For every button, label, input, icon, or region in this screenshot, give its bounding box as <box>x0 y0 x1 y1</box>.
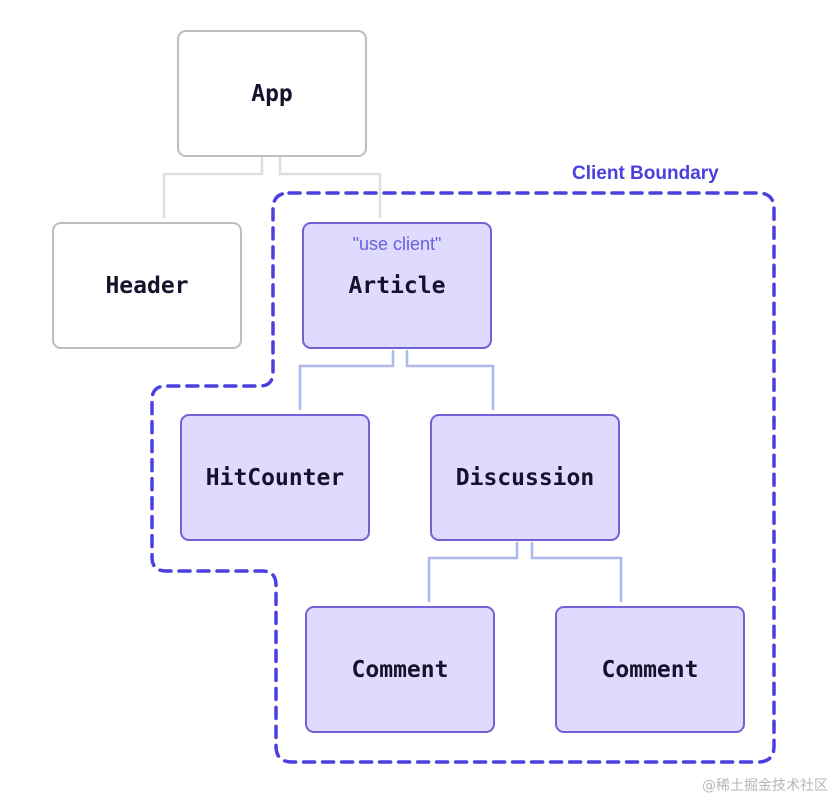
connector-article-hitcounter <box>298 350 395 410</box>
node-hitcounter-label: HitCounter <box>205 464 345 491</box>
use-client-directive: "use client" <box>352 234 442 254</box>
node-comment-2-label: Comment <box>601 656 699 683</box>
connector-app-article <box>278 157 382 218</box>
node-comment-1: Comment <box>305 606 495 733</box>
node-discussion: Discussion <box>430 414 620 541</box>
node-app-label: App <box>251 80 293 107</box>
connector-discussion-comment-1 <box>427 542 519 602</box>
node-article: "use client" Article <box>302 222 492 349</box>
node-header-label: Header <box>105 272 189 299</box>
connector-article-discussion <box>405 350 495 410</box>
node-app: App <box>177 30 367 157</box>
connector-discussion-comment-2 <box>530 542 623 602</box>
node-discussion-label: Discussion <box>455 464 595 491</box>
node-header: Header <box>52 222 242 349</box>
node-hitcounter: HitCounter <box>180 414 370 541</box>
watermark: @稀土掘金技术社区 <box>702 778 828 794</box>
node-comment-2: Comment <box>555 606 745 733</box>
connector-app-header <box>162 157 264 218</box>
node-article-label: Article <box>348 272 446 299</box>
node-comment-1-label: Comment <box>351 656 449 683</box>
client-boundary-label: Client Boundary <box>572 163 719 184</box>
client-boundary-outline <box>150 191 776 764</box>
